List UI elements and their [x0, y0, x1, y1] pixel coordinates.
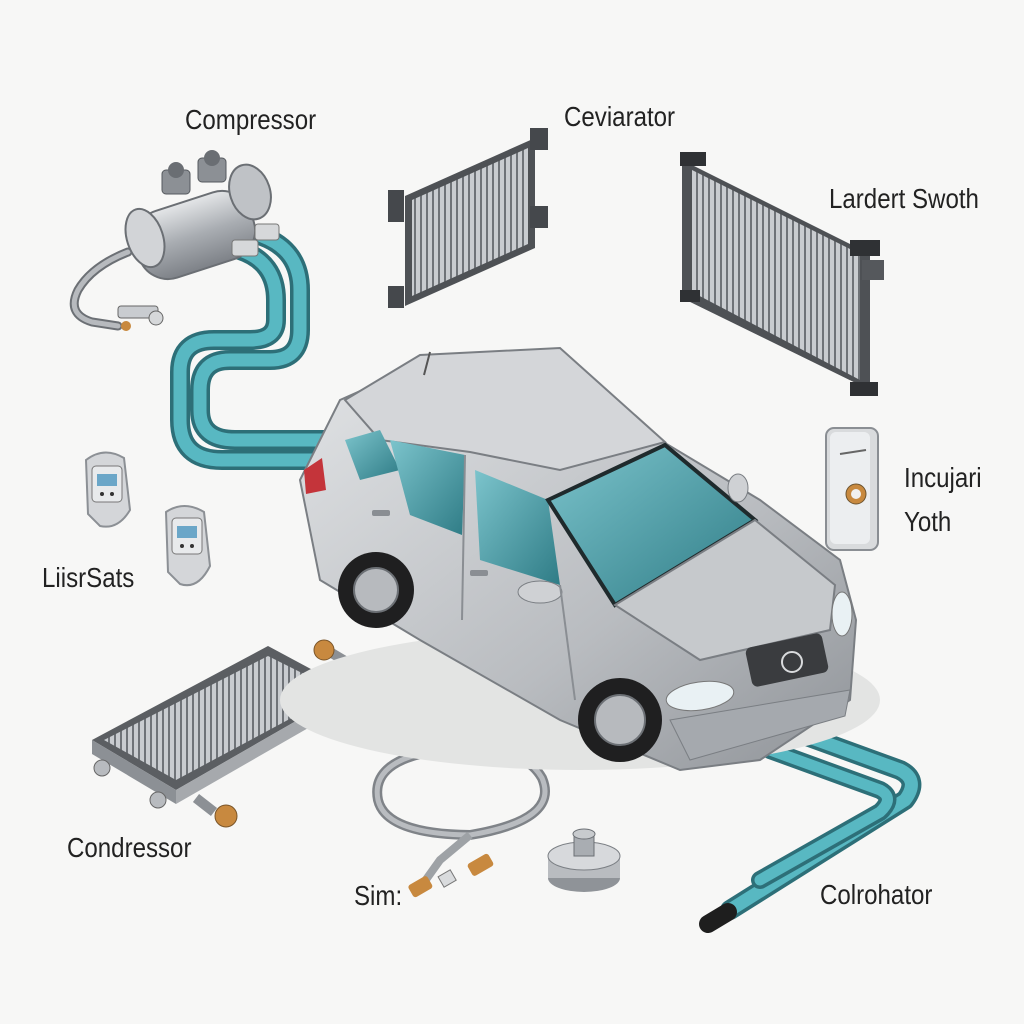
expansion-valve-part: [547, 828, 621, 892]
sensor-modules: [84, 451, 212, 587]
condenser-panel-bottom: [92, 639, 355, 828]
evaporator-panel: [388, 128, 548, 308]
refrigerant-hoses: [170, 226, 922, 933]
label-yoth: Yoth: [904, 506, 952, 537]
label-compressor: Compressor: [185, 104, 317, 135]
condenser-panel-right: [680, 152, 884, 396]
label-incujari: Incujari: [904, 462, 982, 493]
label-condressor: Condressor: [67, 832, 192, 863]
car-body: [280, 346, 880, 772]
compressor-part: [69, 150, 280, 331]
pressure-switch-part: [825, 427, 879, 551]
label-liisrsats: LiisrSats: [42, 562, 135, 593]
coiled-hose: [372, 742, 550, 898]
label-sim: Sim:: [354, 880, 403, 911]
label-lardert-swoth: Lardert Swoth: [829, 183, 979, 214]
label-colrohator: Colrohator: [820, 879, 933, 910]
label-ceviarator: Ceviarator: [564, 101, 676, 132]
